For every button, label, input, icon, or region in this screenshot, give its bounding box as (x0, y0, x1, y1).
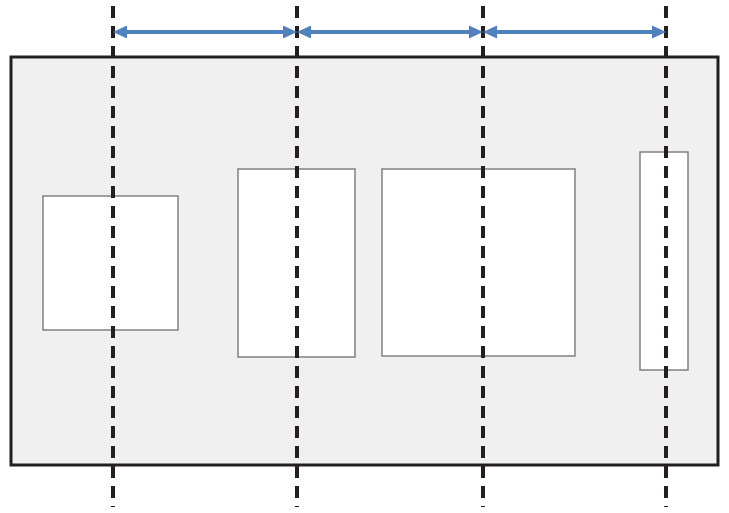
dimension-arrow-3 (483, 25, 666, 39)
dimension-arrow-1 (113, 25, 297, 39)
dimension-arrow-2-head-right (469, 25, 483, 39)
dimension-arrow-3-head-left (483, 25, 497, 39)
block-1 (42, 195, 179, 331)
dimension-arrow-2 (297, 25, 483, 39)
dimension-arrow-2-head-left (297, 25, 311, 39)
dimension-arrow-1-head-left (113, 25, 127, 39)
dimension-arrow-group (113, 25, 666, 39)
dashed-line-group (111, 6, 668, 507)
dimension-arrow-3-head-right (652, 25, 666, 39)
block-3 (381, 168, 576, 357)
dimension-arrow-1-head-right (283, 25, 297, 39)
